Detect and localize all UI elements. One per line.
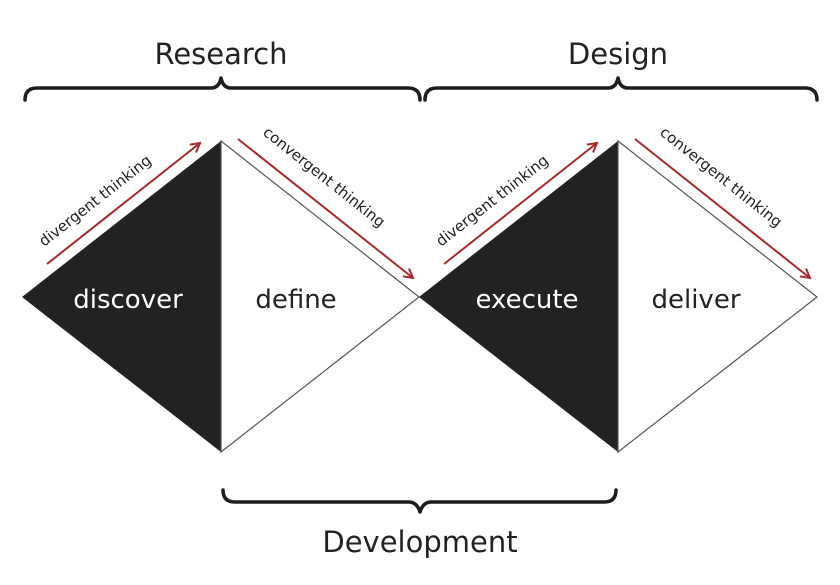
convergent-arrow-2 (634, 138, 810, 278)
design-label: Design (568, 37, 668, 71)
execute-triangle (419, 141, 618, 452)
divergent-arrow-2 (443, 143, 597, 265)
research-label: Research (154, 37, 287, 71)
development-brace (221, 488, 618, 514)
convergent-arrow-1 (237, 138, 413, 278)
discover-triangle (22, 141, 221, 452)
divergent-arrow-1 (46, 143, 200, 265)
define-triangle (220, 139, 420, 454)
phase-deliver: deliver (651, 285, 740, 315)
design-brace (423, 76, 819, 102)
phase-define: define (255, 285, 336, 315)
deliver-triangle (617, 139, 818, 454)
research-brace (23, 76, 422, 102)
phase-execute: execute (475, 285, 578, 315)
development-label: Development (322, 525, 517, 559)
phase-discover: discover (73, 285, 183, 315)
